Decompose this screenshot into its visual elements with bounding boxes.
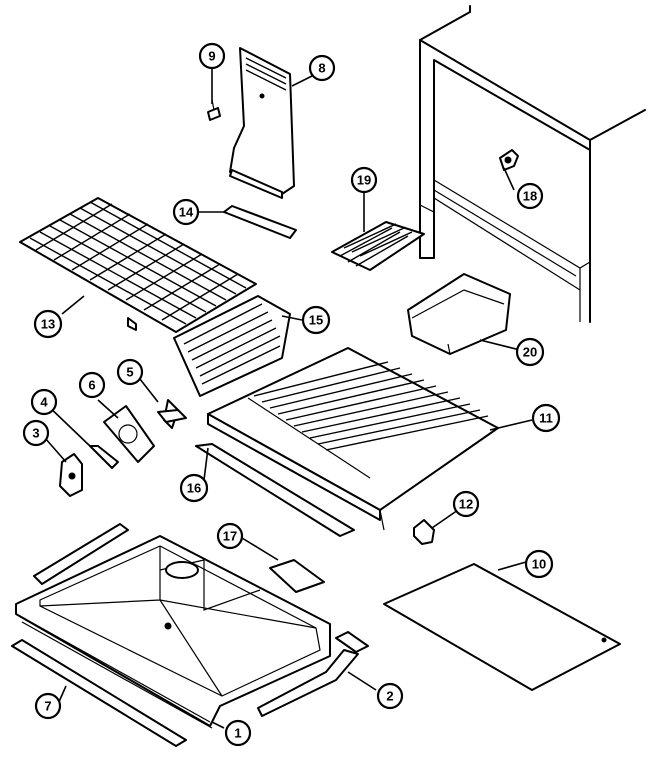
callout-14: 14 <box>172 198 200 226</box>
callout-12: 12 <box>452 490 480 518</box>
callout-9: 9 <box>198 42 226 70</box>
callout-16: 16 <box>179 473 209 503</box>
callout-label: 6 <box>88 378 95 393</box>
part-5-fan-blade <box>157 399 187 429</box>
part-13-wire-shelf <box>19 197 257 333</box>
callout-label: 18 <box>523 189 537 204</box>
part-8-duct-cover <box>229 47 295 199</box>
callout-label: 20 <box>523 345 537 360</box>
callout-label: 17 <box>223 529 237 544</box>
cabinet-corner <box>419 5 646 323</box>
part-6-fan-bracket <box>103 405 155 463</box>
part-12-clip <box>413 519 435 545</box>
callout-7: 7 <box>34 692 62 720</box>
part-10-panel <box>383 563 621 691</box>
part-17-cover <box>269 559 325 593</box>
callout-4: 4 <box>30 388 58 416</box>
part-18-bracket <box>499 149 519 171</box>
callout-8: 8 <box>308 54 336 82</box>
callout-5: 5 <box>116 358 144 386</box>
part-7-rail <box>11 639 187 747</box>
callout-label: 9 <box>208 49 215 64</box>
callout-label: 19 <box>357 173 371 188</box>
callout-label: 14 <box>179 205 194 220</box>
callout-label: 16 <box>187 481 201 496</box>
callout-label: 8 <box>318 61 325 76</box>
callout-label: 3 <box>32 426 39 441</box>
part-14-bracket-bar <box>223 205 297 239</box>
callout-label: 15 <box>309 313 323 328</box>
callout-label: 13 <box>41 317 55 332</box>
callout-label: 1 <box>234 726 241 741</box>
callout-15: 15 <box>301 305 331 335</box>
callout-1: 1 <box>224 719 252 747</box>
part-9-screw <box>207 99 221 121</box>
callout-label: 4 <box>40 395 48 410</box>
callout-11: 11 <box>531 403 561 433</box>
callout-17: 17 <box>216 522 244 550</box>
callout-18: 18 <box>516 182 544 210</box>
part-19-ice-tray <box>331 221 425 271</box>
callout-19: 19 <box>350 166 378 194</box>
callout-label: 7 <box>44 699 51 714</box>
part-2-rail <box>257 631 369 717</box>
callout-3: 3 <box>22 419 50 447</box>
callout-20: 20 <box>515 337 545 367</box>
part-4-bracket <box>89 445 119 469</box>
callout-label: 2 <box>386 689 393 704</box>
side-rail-upper <box>33 523 129 585</box>
callout-2: 2 <box>376 682 404 710</box>
callout-label: 5 <box>126 365 133 380</box>
callout-10: 10 <box>524 549 554 579</box>
part-3-motor <box>59 453 83 497</box>
callout-13: 13 <box>33 309 63 339</box>
callout-label: 12 <box>459 497 473 512</box>
callout-6: 6 <box>78 371 106 399</box>
part-16-front-strip <box>195 443 355 537</box>
part-20-pan <box>407 273 511 355</box>
part-1-base-pan <box>15 535 331 729</box>
part-15-crisper-cover <box>173 295 291 397</box>
callout-label: 10 <box>532 557 546 572</box>
callout-label: 11 <box>539 411 553 426</box>
